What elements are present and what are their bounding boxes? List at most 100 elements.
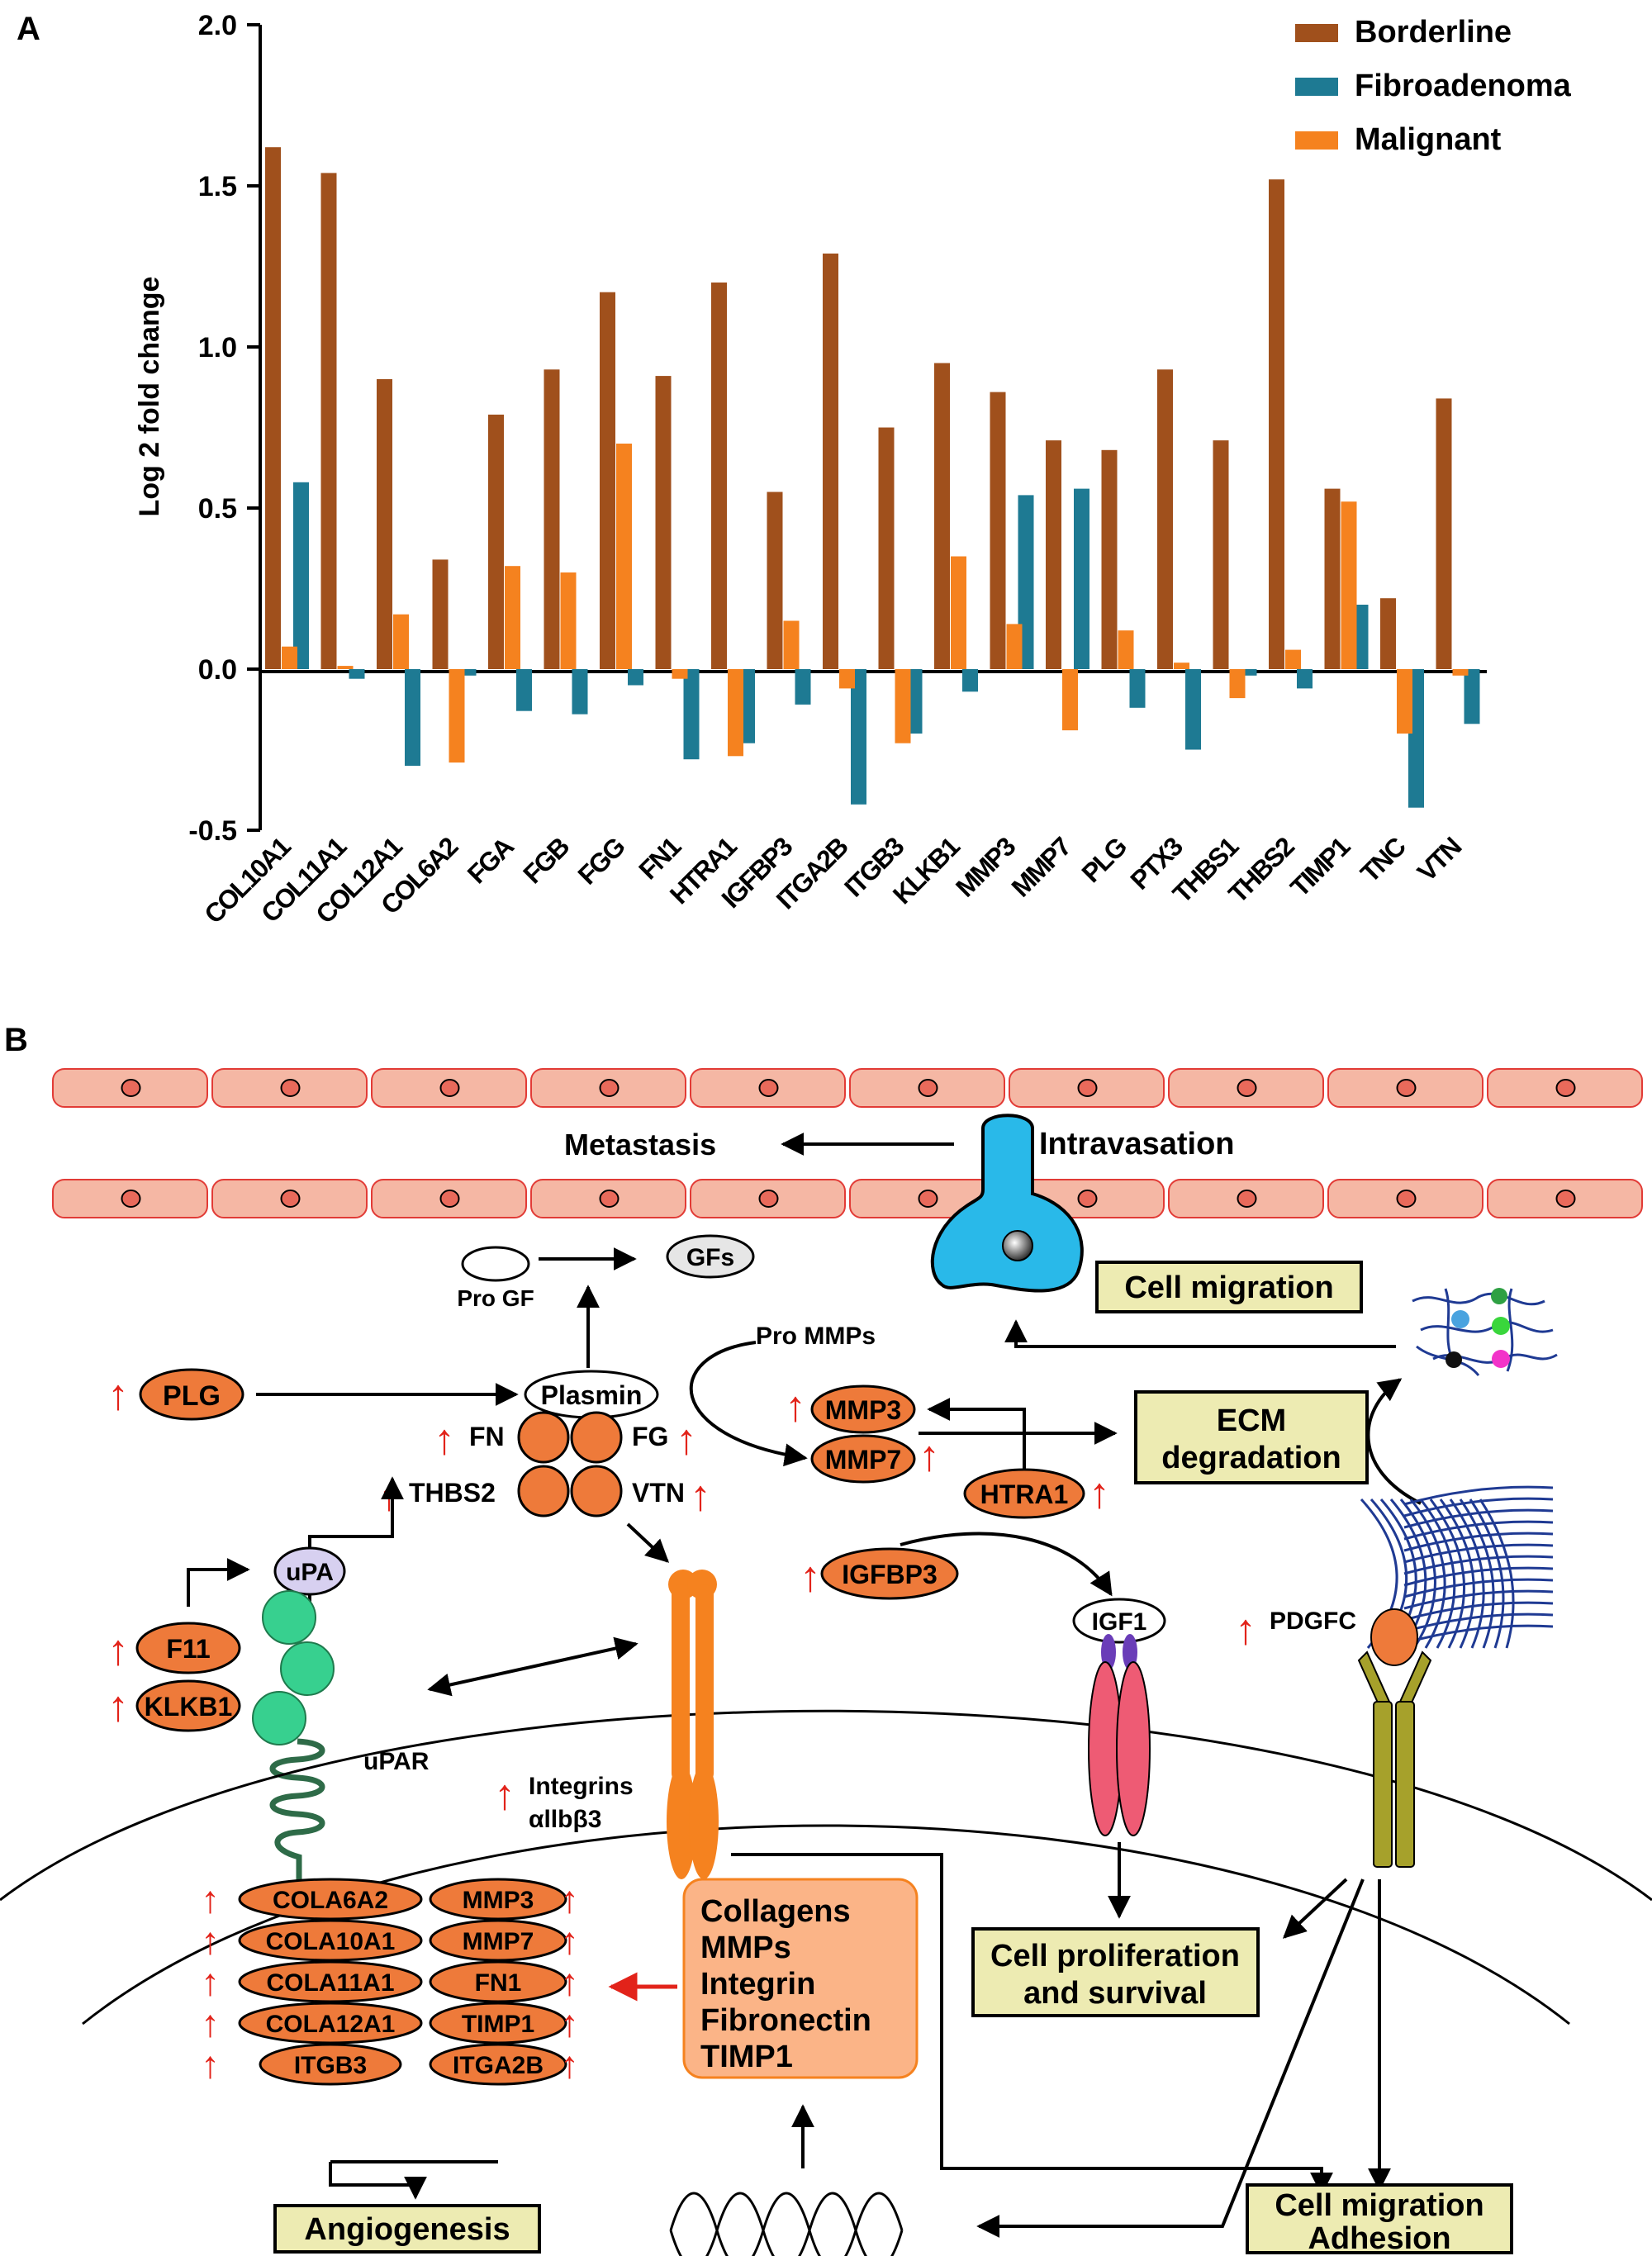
bar-fibroadenoma-itga2b — [851, 669, 866, 805]
gene-label-mmp7: MMP7 — [463, 1928, 534, 1955]
bar-fibroadenoma-klkb1 — [962, 669, 978, 692]
prolif-label-line2: and survival — [1023, 1976, 1207, 2011]
gene-up-arrow: ↑ — [201, 1878, 220, 1921]
plasmin-label: Plasmin — [541, 1380, 643, 1410]
gene-label-cola6a2: COLA6A2 — [273, 1887, 388, 1914]
x-tick-label-fga: FGA — [462, 831, 520, 889]
mmp7-up-arrow: ↑ — [919, 1432, 940, 1480]
integrins-label-line1: Integrins — [529, 1773, 634, 1800]
x-tick-label-timp1: TIMP1 — [1284, 832, 1355, 903]
nucleus-product-collagens: Collagens — [700, 1894, 851, 1929]
y-ticks: -0.50.00.51.01.52.0 — [188, 10, 260, 847]
bar-borderline-col12a1 — [377, 379, 392, 669]
upar-domain-2 — [280, 1641, 335, 1696]
htra1-node — [963, 1468, 1085, 1519]
y-tick-label: 0.0 — [198, 654, 237, 686]
bar-malignant-mmp7 — [1062, 669, 1078, 731]
ecm-proteins-to-integrin-arrow — [626, 1522, 670, 1563]
gene-label-mmp3: MMP3 — [463, 1887, 534, 1914]
bar-fibroadenoma-fgb — [572, 669, 588, 715]
gene-up-arrow: ↑ — [201, 1960, 220, 2003]
upar-domain-1 — [262, 1590, 316, 1645]
migration-adhesion-box — [1246, 2183, 1513, 2254]
gene-label-cola12a1: COLA12A1 — [266, 2011, 396, 2038]
vessel-wall-top — [52, 1068, 1643, 1108]
upar-domain-3 — [252, 1691, 306, 1745]
bar-malignant-fga — [505, 566, 520, 669]
ecm-label-line2: degradation — [1161, 1441, 1341, 1475]
bar-borderline-plg — [1101, 449, 1118, 669]
gene-up-arrow: ↑ — [201, 2002, 220, 2045]
bar-chart: -0.50.00.51.01.52.0 COL10A1COL11A1COL12A… — [134, 10, 1572, 929]
bar-fibroadenoma-thbs2 — [1297, 669, 1313, 689]
thbs2-node — [517, 1465, 570, 1517]
gene-node-fn1 — [429, 1960, 567, 2003]
fg-label: FG — [632, 1422, 668, 1451]
htra1-to-mmp3-arrow — [927, 1398, 1026, 1469]
gene-up-arrow: ↑ — [201, 1919, 220, 1962]
ecm-degradation-box — [1134, 1390, 1369, 1484]
upar-anchor — [269, 1738, 325, 1882]
endothelial-nucleus — [1555, 1079, 1576, 1097]
migration-adhesion-line2: Adhesion — [1308, 2221, 1450, 2256]
fg-node — [570, 1411, 623, 1464]
bar-malignant-htra1 — [728, 669, 743, 757]
pro-gf-label: Pro GF — [457, 1285, 534, 1311]
gene-node-itga2b — [429, 2043, 567, 2086]
plasma-membrane-outer — [0, 1709, 1652, 1902]
pdgfr-to-proliferation-arrow — [1282, 1878, 1348, 1939]
bar-borderline-fgb — [544, 369, 560, 669]
plasma-membrane-inner — [82, 1824, 1570, 2026]
gfs-ellipse — [666, 1234, 755, 1279]
bar-malignant-col6a2 — [449, 669, 465, 763]
pdgfc-label: PDGFC — [1270, 1608, 1356, 1635]
f11-up-arrow: ↑ — [107, 1627, 129, 1674]
bar-fibroadenoma-ptx3 — [1185, 669, 1201, 750]
vtn-up-arrow: ↑ — [690, 1472, 711, 1520]
fn-node — [517, 1411, 570, 1464]
nucleus-products-box — [682, 1878, 919, 2079]
dna-helix-icon — [669, 2192, 904, 2256]
bar-malignant-plg — [1118, 630, 1134, 669]
igfbp3-up-arrow: ↑ — [800, 1553, 821, 1601]
bar-malignant-thbs2 — [1285, 649, 1301, 669]
bar-fibroadenoma-fn1 — [683, 669, 700, 760]
gfs-label: GFs — [686, 1244, 734, 1271]
pro-mmps-arrow — [689, 1341, 808, 1467]
endothelial-nucleus — [1396, 1190, 1417, 1208]
x-tick-label-thbs2: THBS2 — [1222, 832, 1299, 909]
bar-fibroadenoma-thbs1 — [1241, 669, 1257, 676]
endothelial-nucleus — [758, 1190, 779, 1208]
gene-up-arrow: ↑ — [560, 2043, 579, 2086]
bars — [265, 147, 1480, 808]
panel-a-letter: A — [17, 11, 40, 47]
gene-up-arrow: ↑ — [201, 2043, 220, 2086]
plg-node — [139, 1368, 244, 1421]
thbs2-up-arrow: ↑ — [378, 1472, 400, 1520]
bar-borderline-klkb1 — [934, 363, 950, 669]
vtn-label: VTN — [632, 1478, 685, 1508]
bar-borderline-ptx3 — [1157, 369, 1173, 669]
angiogenesis-label: Angiogenesis — [304, 2212, 510, 2247]
thbs2-label: THBS2 — [409, 1478, 496, 1508]
htra1-label: HTRA1 — [980, 1479, 1069, 1509]
upar-integrin-arrow — [427, 1636, 638, 1697]
htra1-up-arrow: ↑ — [1089, 1470, 1110, 1517]
legend-swatch-fibroadenoma — [1295, 78, 1338, 96]
fg-up-arrow: ↑ — [676, 1416, 697, 1464]
endothelial-nucleus — [1396, 1079, 1417, 1097]
bar-borderline-fn1 — [655, 376, 672, 669]
x-tick-label-tnc: TNC — [1355, 831, 1412, 888]
endothelial-nucleus — [439, 1079, 460, 1097]
legend-label-borderline: Borderline — [1355, 15, 1512, 50]
igfbp3-node — [820, 1547, 959, 1600]
bar-borderline-col6a2 — [432, 559, 449, 669]
bar-malignant-fgb — [560, 572, 577, 669]
bar-fibroadenoma-vtn — [1464, 669, 1480, 724]
bar-borderline-itga2b — [823, 253, 838, 669]
integrins-label-line2: αllbβ3 — [529, 1806, 601, 1833]
y-tick-label: 2.0 — [198, 10, 237, 41]
endothelial-nucleus — [599, 1079, 620, 1097]
bar-fibroadenoma-mmp7 — [1074, 488, 1089, 669]
